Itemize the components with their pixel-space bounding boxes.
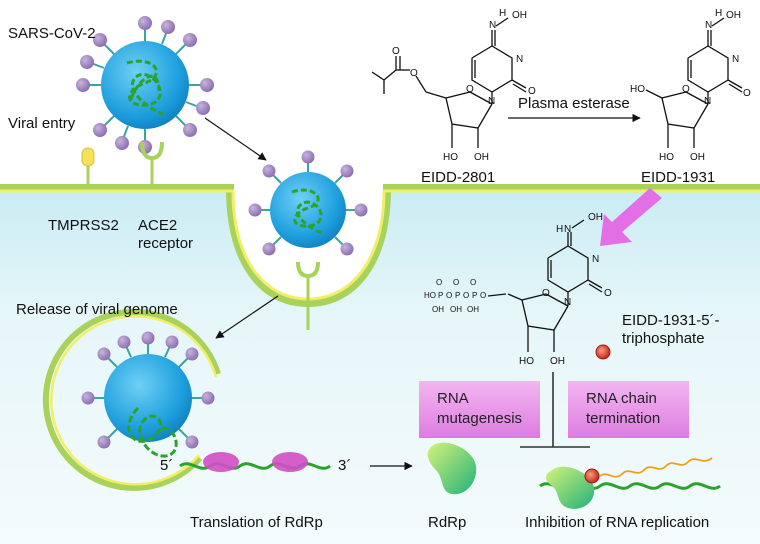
svg-text:O: O (470, 278, 476, 287)
release-arrow (215, 295, 279, 339)
atom-n1: N (488, 96, 495, 107)
endosome-membrane (42, 308, 221, 491)
svg-text:O: O (436, 278, 442, 287)
termination-label-1: RNA chain (586, 390, 657, 407)
svg-text:O: O (446, 291, 452, 300)
uncoating-virion (81, 331, 215, 458)
sars-cov-2-virion (76, 16, 214, 154)
svg-text:O: O (480, 291, 486, 300)
atom-hn-c: H (556, 224, 563, 235)
svg-text:OH: OH (450, 305, 462, 314)
eidd-1931-structure: N H OH N O N O HO HO OH (630, 8, 751, 163)
nascent-strand (599, 457, 713, 478)
inhibited-replication (539, 457, 721, 509)
atom-n1-b: N (704, 96, 711, 107)
atom-o5p: O (410, 68, 418, 79)
mutagenesis-label-1: RNA (437, 390, 469, 407)
svg-text:OH: OH (432, 305, 444, 314)
receptor-label: receptor (138, 235, 193, 252)
atom-o4p-b: O (682, 84, 690, 95)
endosome-membrane-inner (50, 315, 218, 486)
viral-rna-genome (126, 59, 166, 117)
viral-entry-label: Viral entry (8, 115, 76, 132)
atom-h: H (499, 8, 506, 19)
triphosphate-structure: H N OH N O N O HO OH HO P O P O P O O O … (424, 212, 612, 367)
cytoplasm (0, 190, 760, 544)
inhibition-bar (520, 372, 590, 448)
atom-o4p: O (466, 84, 474, 95)
release-label: Release of viral genome (16, 301, 178, 318)
atom-oh2-c: OH (550, 356, 565, 367)
mutagenesis-box (419, 381, 540, 438)
virus-label: SARS-CoV-2 (8, 25, 96, 42)
incorporated-drug-dot (584, 468, 600, 484)
ribosome-2 (272, 452, 308, 472)
phosphorylation-arrow (600, 188, 662, 246)
three-prime-label: 3´ (338, 457, 351, 474)
atom-oh2: OH (474, 152, 489, 163)
triphosphate-label-1: EIDD-1931-5´- (622, 312, 720, 329)
mutagenesis-label-2: mutagenesis (437, 410, 522, 427)
atom-oh-b: OH (726, 10, 741, 21)
atom-o4p-c: O (542, 288, 550, 299)
tmprss2-receptor (81, 147, 95, 188)
atom-oh-c: OH (588, 212, 603, 223)
svg-text:O: O (463, 291, 469, 300)
rdrp-enzyme (427, 442, 477, 495)
atom-o2: O (528, 86, 536, 97)
svg-text:P: P (438, 291, 443, 300)
svg-text:OH: OH (467, 305, 479, 314)
ace2-label: ACE2 (138, 217, 177, 234)
atom-ho: HO (443, 152, 458, 163)
phosphate-chain: HO P O P O P O O O O OH OH OH (424, 278, 507, 314)
svg-text:P: P (455, 291, 460, 300)
svg-text:P: P (472, 291, 477, 300)
atom-n3-c: N (592, 254, 599, 265)
entry-arrow (204, 117, 267, 161)
inhibition-label: Inhibition of RNA replication (525, 514, 709, 531)
rdrp-label: RdRp (428, 514, 466, 531)
stalled-rdrp (546, 466, 595, 509)
atom-oh: OH (512, 10, 527, 21)
five-prime-label: 5´ (160, 457, 173, 474)
termination-box (568, 381, 689, 438)
atom-n3: N (516, 54, 523, 65)
atom-ho-b: HO (659, 152, 674, 163)
eidd-2801-label: EIDD-2801 (421, 169, 495, 186)
endocytosed-virion (248, 150, 368, 256)
atom-ho5-b: HO (630, 84, 645, 95)
eidd-2801-structure: N H OH N O N O O O HO OH (371, 8, 536, 163)
eidd-1931-label: EIDD-1931 (641, 169, 715, 186)
atom-n4: N (489, 20, 496, 31)
atom-o2-c: O (604, 288, 612, 299)
atom-o2-b: O (743, 88, 751, 99)
ribosome-1 (203, 452, 239, 472)
triphosphate-label-2: triphosphate (622, 330, 705, 347)
translation-label: Translation of RdRp (190, 514, 323, 531)
esterase-label: Plasma esterase (518, 95, 630, 112)
bound-ace2 (296, 261, 320, 330)
termination-label-2: termination (586, 410, 660, 427)
atom-n1-c: N (564, 297, 571, 308)
atom-n4-c: N (564, 224, 571, 235)
triphosphate-dot (595, 344, 611, 360)
atom-ho-c: HO (519, 356, 534, 367)
ace2-receptor (140, 141, 164, 188)
atom-h-b: H (715, 8, 722, 19)
atom-n4-b: N (705, 20, 712, 31)
virus-envelope (101, 41, 189, 129)
tmprss2-label: TMPRSS2 (48, 217, 119, 234)
svg-text:O: O (453, 278, 459, 287)
svg-text:HO: HO (424, 291, 436, 300)
atom-o-ester: O (392, 46, 400, 57)
atom-n3-b: N (732, 54, 739, 65)
atom-oh2-b: OH (690, 152, 705, 163)
